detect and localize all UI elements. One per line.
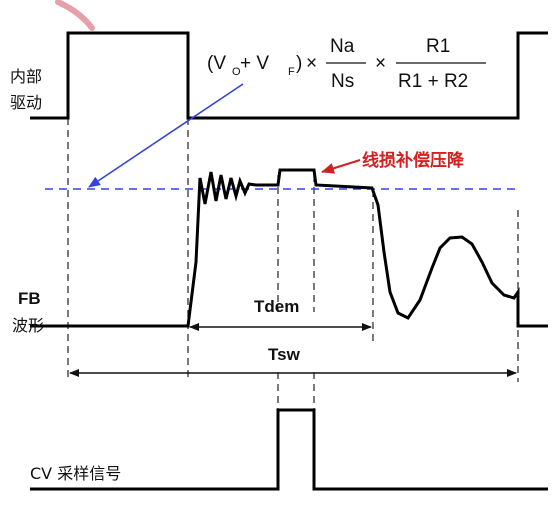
svg-text:): ) xyxy=(296,53,302,74)
internal-drive-label-1: 内部 xyxy=(10,67,42,86)
tsw-label: Tsw xyxy=(268,345,301,364)
internal-drive-waveform xyxy=(30,31,548,120)
formula-pointer-arrow xyxy=(88,83,244,188)
line-comp-label: 线损补偿压降 xyxy=(362,150,465,171)
svg-text:R1: R1 xyxy=(426,36,450,57)
svg-text:R1 + R2: R1 + R2 xyxy=(398,71,468,92)
svg-text:×: × xyxy=(306,53,317,74)
svg-text:O: O xyxy=(232,66,241,78)
svg-text:×: × xyxy=(375,53,386,74)
cv-sampling-waveform xyxy=(30,408,548,491)
fb-waveform-label-1: FB xyxy=(18,289,41,308)
line-comp-arrow xyxy=(321,159,361,174)
internal-drive-label-2: 驱动 xyxy=(10,93,42,112)
logo-watermark-arc xyxy=(55,0,95,31)
svg-text:F: F xyxy=(288,66,295,78)
svg-text:+ V: + V xyxy=(240,53,269,74)
formula: (V O + V F ) × Na Ns × R1 R1 + R2 xyxy=(207,36,486,92)
fb-waveform-label-2: 波形 xyxy=(12,316,44,335)
svg-text:Ns: Ns xyxy=(331,71,354,92)
cv-sampling-label: CV 采样信号 xyxy=(30,464,121,483)
svg-text:(V: (V xyxy=(207,53,226,74)
svg-text:Na: Na xyxy=(330,36,355,57)
tdem-label: Tdem xyxy=(254,297,299,316)
fb-waveform xyxy=(30,168,548,328)
